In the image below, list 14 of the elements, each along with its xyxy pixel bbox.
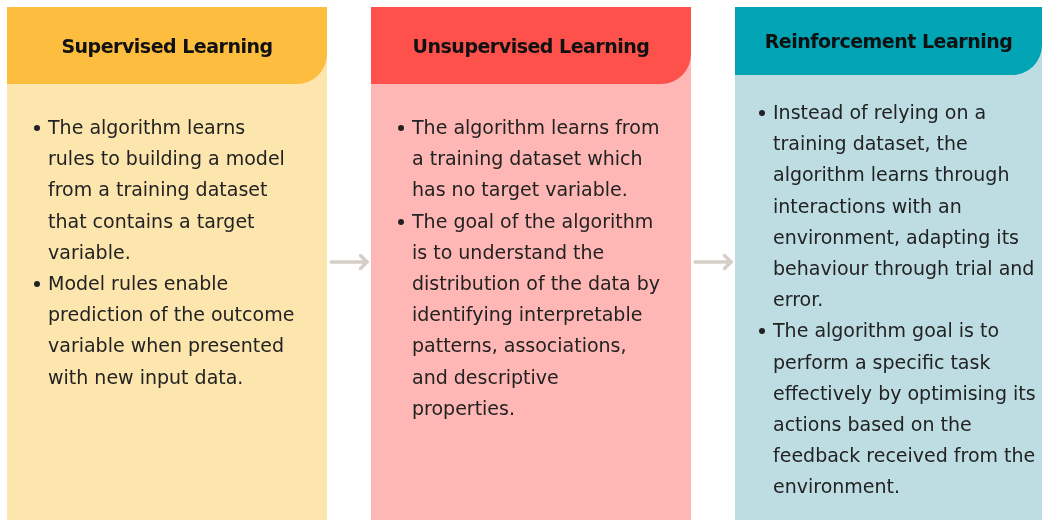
category-card bbox=[371, 7, 691, 520]
card-title: Supervised Learning bbox=[61, 34, 273, 57]
bullet-text: The algorithm learns from a training dataset which has no target variable. bbox=[412, 116, 660, 201]
bullet-text: The goal of the algorithm is to understand the distribution of the data by identifying interpretable patterns, associations, and descriptive properties. bbox=[412, 209, 661, 419]
category-card bbox=[735, 7, 1042, 520]
arrow bbox=[329, 253, 369, 271]
card-title: Reinforcement Learning bbox=[764, 30, 1013, 52]
bullet-text: Model rules enable prediction of the outcome variable when presented with new input data. bbox=[48, 272, 295, 388]
card-title: Unsupervised Learning bbox=[412, 34, 650, 57]
category-card bbox=[7, 7, 327, 520]
bullet-text: Instead of relying on a training dataset, the algorithm learns through interactions with an environment, adapting its behaviour through trial and error. bbox=[773, 101, 1035, 311]
bullet-text: The algorithm learns rules to building a model from a training dataset that contains a target variable. bbox=[48, 116, 285, 263]
arrow bbox=[693, 253, 733, 271]
bullet-text: The algorithm goal is to perform a specific task effectively by optimising its actions based on the feedback received from the environment. bbox=[773, 319, 1036, 498]
